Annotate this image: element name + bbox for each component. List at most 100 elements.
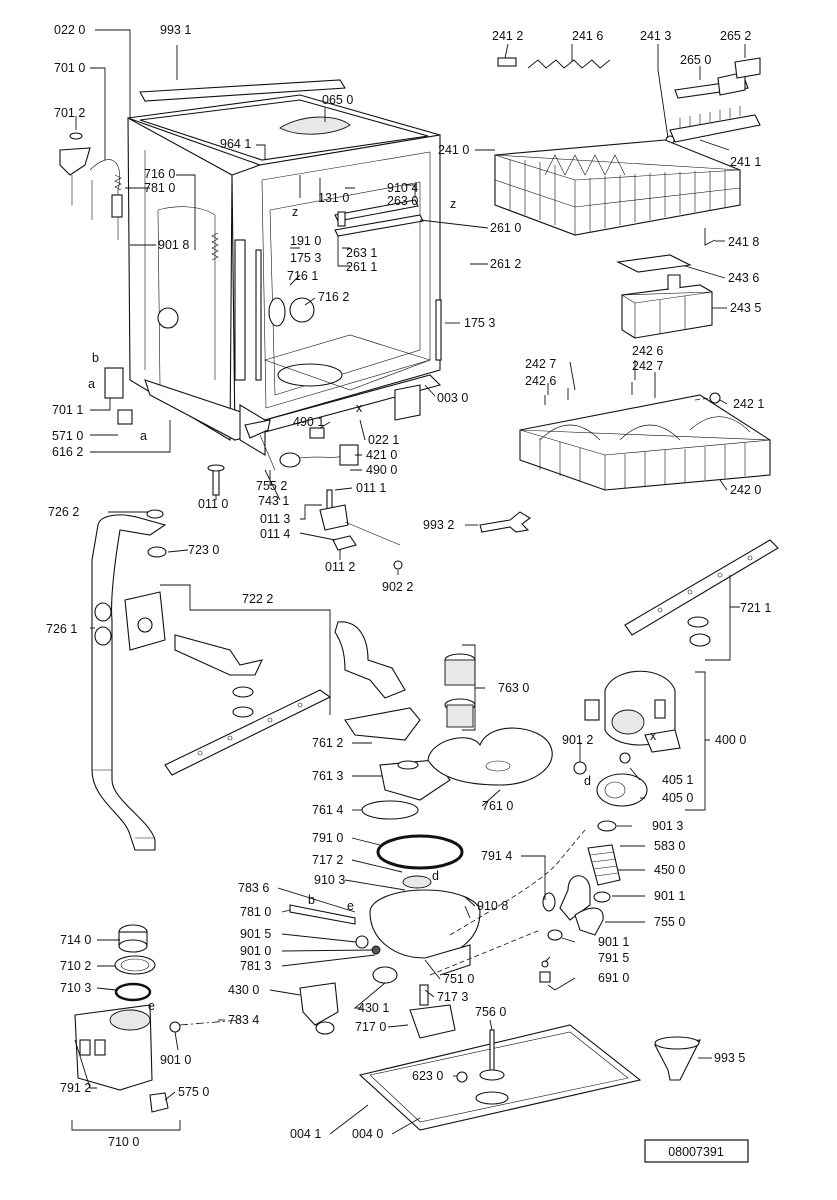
part-label-011-1: 011 1 — [356, 481, 386, 495]
part-label-781-0: 781 0 — [144, 181, 175, 195]
part-label-901-3: 901 3 — [652, 819, 683, 833]
part-label-490-1: 490 1 — [293, 415, 324, 429]
part-label-716-1: 716 1 — [287, 269, 318, 283]
part-label-400-0: 400 0 — [715, 733, 746, 747]
part-label-726-1: 726 1 — [46, 622, 77, 636]
part-label-714-0: 714 0 — [60, 933, 91, 947]
part-label-405-1: 405 1 — [662, 773, 693, 787]
marker-x-2: x — [650, 729, 657, 743]
marker-b: b — [92, 351, 99, 365]
part-label-241-3: 241 3 — [640, 29, 671, 43]
part-label-003-0: 003 0 — [437, 391, 468, 405]
part-label-004-0: 004 0 — [352, 1127, 383, 1141]
part-label-910-8: 910 8 — [477, 899, 508, 913]
part-label-421-0: 421 0 — [366, 448, 397, 462]
lower-basket-assembly — [519, 382, 771, 491]
part-label-756-0: 756 0 — [475, 1005, 506, 1019]
drawing-number-box: 08007391 — [644, 1139, 749, 1163]
part-label-910-3: 910 3 — [314, 873, 345, 887]
part-label-261-2: 261 2 — [490, 257, 521, 271]
part-label-265-2: 265 2 — [720, 29, 751, 43]
part-label-430-0: 430 0 — [228, 983, 259, 997]
part-label-717-0: 717 0 — [355, 1020, 386, 1034]
tub-cabinet — [59, 79, 531, 570]
marker-b-2: b — [308, 893, 315, 907]
part-label-571-0: 571 0 — [52, 429, 83, 443]
part-label-910-4: 910 4 — [387, 181, 418, 195]
marker-z: z — [292, 205, 298, 219]
part-label-993-2: 993 2 — [423, 518, 454, 532]
part-label-241-2: 241 2 — [492, 29, 523, 43]
part-label-011-4: 011 4 — [260, 527, 290, 541]
part-label-964-1: 964 1 — [220, 137, 251, 151]
part-label-701-2: 701 2 — [54, 106, 85, 120]
part-label-722-2: 722 2 — [242, 592, 273, 606]
part-label-583-0: 583 0 — [654, 839, 685, 853]
part-label-022-0: 022 0 — [54, 23, 85, 37]
part-label-191-0: 191 0 — [290, 234, 321, 248]
marker-a: a — [88, 377, 95, 391]
part-label-242-6-a: 242 6 — [525, 374, 556, 388]
part-label-755-0: 755 0 — [654, 915, 685, 929]
part-label-723-0: 723 0 — [188, 543, 219, 557]
part-label-716-0: 716 0 — [144, 167, 175, 181]
part-label-263-1: 263 1 — [346, 246, 377, 260]
part-label-763-0: 763 0 — [498, 681, 529, 695]
part-label-743-1: 743 1 — [258, 494, 289, 508]
part-label-901-0-a: 901 0 — [240, 944, 271, 958]
marker-e-2: e — [148, 999, 155, 1013]
marker-d: d — [584, 774, 591, 788]
part-label-761-2: 761 2 — [312, 736, 343, 750]
part-label-901-5: 901 5 — [240, 927, 271, 941]
part-label-490-0: 490 0 — [366, 463, 397, 477]
part-label-716-2: 716 2 — [318, 290, 349, 304]
part-label-011-0: 011 0 — [198, 497, 228, 511]
part-label-261-0: 261 0 — [490, 221, 521, 235]
part-label-783-4: 783 4 — [228, 1013, 259, 1027]
part-label-405-0: 405 0 — [662, 791, 693, 805]
part-label-701-0: 701 0 — [54, 61, 85, 75]
upper-basket-assembly — [494, 57, 761, 339]
marker-z-2: z — [450, 197, 456, 211]
part-label-430-1: 430 1 — [358, 1001, 389, 1015]
part-label-781-3: 781 3 — [240, 959, 271, 973]
part-label-710-2: 710 2 — [60, 959, 91, 973]
marker-x: x — [356, 401, 363, 415]
part-label-783-6: 783 6 — [238, 881, 269, 895]
part-label-175-3-a: 175 3 — [290, 251, 321, 265]
part-label-721-1: 721 1 — [740, 601, 771, 615]
part-label-004-1: 004 1 — [290, 1127, 321, 1141]
part-label-717-3: 717 3 — [437, 990, 468, 1004]
drawing-number: 08007391 — [668, 1145, 724, 1159]
part-label-011-2: 011 2 — [325, 560, 355, 574]
marker-a-2: a — [140, 429, 147, 443]
part-label-022-1: 022 1 — [368, 433, 399, 447]
part-label-450-0: 450 0 — [654, 863, 685, 877]
part-label-710-3: 710 3 — [60, 981, 91, 995]
part-label-791-0: 791 0 — [312, 831, 343, 845]
part-label-993-5: 993 5 — [714, 1051, 745, 1065]
part-label-261-1: 261 1 — [346, 260, 377, 274]
part-label-781-0-b: 781 0 — [240, 905, 271, 919]
part-label-241-1: 241 1 — [730, 155, 761, 169]
part-label-993-1: 993 1 — [160, 23, 191, 37]
part-label-791-4: 791 4 — [481, 849, 512, 863]
part-label-717-2: 717 2 — [312, 853, 343, 867]
part-label-065-0: 065 0 — [322, 93, 353, 107]
softener-and-base — [74, 924, 701, 1131]
part-label-242-1: 242 1 — [733, 397, 764, 411]
part-label-710-0: 710 0 — [108, 1135, 139, 1149]
part-label-791-5: 791 5 — [598, 951, 629, 965]
part-label-242-7-a: 242 7 — [525, 357, 556, 371]
part-label-901-2: 901 2 — [562, 733, 593, 747]
part-label-761-3: 761 3 — [312, 769, 343, 783]
part-label-241-8: 241 8 — [728, 235, 759, 249]
part-label-263-0: 263 0 — [387, 194, 418, 208]
part-label-242-6-b: 242 6 — [632, 344, 663, 358]
part-label-265-0: 265 0 — [680, 53, 711, 67]
part-label-241-0: 241 0 — [438, 143, 469, 157]
part-label-761-4: 761 4 — [312, 803, 343, 817]
part-labels: 022 0 993 1 701 0 701 2 065 0 964 1 716 … — [46, 23, 771, 1149]
part-label-243-5: 243 5 — [730, 301, 761, 315]
